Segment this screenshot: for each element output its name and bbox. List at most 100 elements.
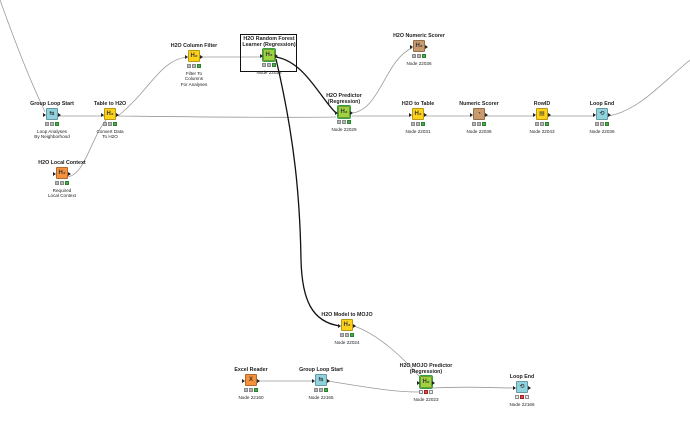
node-icon[interactable]: ⟲ xyxy=(593,108,611,121)
node-icon[interactable]: H₂ xyxy=(410,40,428,53)
input-port-icon[interactable] xyxy=(260,53,263,58)
output-port-icon[interactable] xyxy=(432,380,435,385)
output-port-icon[interactable] xyxy=(485,112,488,117)
input-port-icon[interactable] xyxy=(409,112,412,117)
output-port-icon[interactable] xyxy=(608,112,611,117)
input-port-icon[interactable] xyxy=(101,112,104,117)
node-icon[interactable]: ▤ xyxy=(533,108,551,121)
status-light xyxy=(540,122,544,126)
output-port-icon[interactable] xyxy=(68,171,71,176)
output-port-icon[interactable] xyxy=(353,323,356,328)
output-port-icon[interactable] xyxy=(275,53,278,58)
node-icon[interactable]: H₂ xyxy=(185,50,203,63)
output-port-icon[interactable] xyxy=(116,112,119,117)
node-icon[interactable]: ⇆ xyxy=(43,108,61,121)
status-light xyxy=(422,54,426,58)
status-light xyxy=(482,122,486,126)
input-port-icon[interactable] xyxy=(470,112,473,117)
status-light xyxy=(595,122,599,126)
status-light xyxy=(421,122,425,126)
workflow-node[interactable]: RowID▤Node 22043 xyxy=(497,101,587,134)
input-port-icon[interactable] xyxy=(338,323,341,328)
output-port-icon[interactable] xyxy=(200,54,203,59)
input-port-icon[interactable] xyxy=(312,378,315,383)
node-annotation: Node 22029 xyxy=(299,127,389,133)
annotation-line: Node 22023 xyxy=(413,397,439,402)
status-light xyxy=(319,388,323,392)
node-icon[interactable]: H₂ xyxy=(335,105,353,120)
connection xyxy=(117,115,337,118)
input-port-icon[interactable] xyxy=(513,385,516,390)
connection xyxy=(275,56,337,114)
node-annotation: Node 22036 xyxy=(374,61,464,67)
node-icon[interactable]: ◔ xyxy=(470,108,488,121)
status-light xyxy=(347,120,351,124)
node-status-indicator xyxy=(7,122,97,126)
node-icon[interactable]: H₂ xyxy=(338,319,356,332)
status-light xyxy=(350,333,354,337)
input-port-icon[interactable] xyxy=(533,112,536,117)
node-icon[interactable]: H₂ xyxy=(101,108,119,121)
workflow-node[interactable]: Numeric Scorer◔Node 22036 xyxy=(434,101,524,134)
input-port-icon[interactable] xyxy=(43,112,46,117)
output-port-icon[interactable] xyxy=(528,385,531,390)
workflow-node[interactable]: Loop End⟲Node 22036 xyxy=(557,101,647,134)
annotation-line: Node 22036 xyxy=(406,60,432,66)
node-icon[interactable]: H₂ xyxy=(260,48,278,63)
annotation-line: Node 22028 xyxy=(256,70,282,75)
node-icon[interactable]: H₂ xyxy=(53,167,71,180)
node-title: Loop End xyxy=(589,101,615,107)
input-port-icon[interactable] xyxy=(593,112,596,117)
node-status-indicator xyxy=(149,64,239,68)
output-port-icon[interactable] xyxy=(424,112,427,117)
annotation-line: For Analyses xyxy=(180,81,208,87)
node-icon[interactable]: H₂ xyxy=(417,375,435,390)
connection xyxy=(608,59,690,117)
node-status-indicator xyxy=(373,122,463,126)
output-port-icon[interactable] xyxy=(548,112,551,117)
status-light xyxy=(545,122,549,126)
status-light xyxy=(108,122,112,126)
output-port-icon[interactable] xyxy=(350,110,353,115)
input-port-icon[interactable] xyxy=(335,110,338,115)
workflow-node[interactable]: Loop End⟲Node 22166 xyxy=(477,374,567,407)
workflow-node[interactable]: Group Loop Start⇆Node 22165 xyxy=(276,367,366,400)
node-icon[interactable]: X xyxy=(242,374,260,387)
node-glyph-icon: H₂ xyxy=(343,322,351,329)
status-light xyxy=(249,388,253,392)
output-port-icon[interactable] xyxy=(58,112,61,117)
output-port-icon[interactable] xyxy=(327,378,330,383)
input-port-icon[interactable] xyxy=(417,380,420,385)
node-status-indicator xyxy=(299,120,389,124)
status-light xyxy=(55,181,59,185)
status-light xyxy=(45,122,49,126)
input-port-icon[interactable] xyxy=(242,378,245,383)
node-title: Learner (Regression) xyxy=(242,42,296,49)
input-port-icon[interactable] xyxy=(410,44,413,49)
input-port-icon[interactable] xyxy=(185,54,188,59)
node-icon[interactable]: H₂ xyxy=(409,108,427,121)
node-icon[interactable]: ⇆ xyxy=(312,374,330,387)
input-port-icon[interactable] xyxy=(53,171,56,176)
node-title: H2O Random Forest xyxy=(243,36,295,42)
output-port-icon[interactable] xyxy=(425,44,428,49)
node-glyph-icon: H₂ xyxy=(106,111,114,118)
node-icon[interactable]: ⟲ xyxy=(513,381,531,394)
output-port-icon[interactable] xyxy=(257,378,260,383)
node-status-indicator xyxy=(381,390,471,394)
node-status-indicator xyxy=(302,333,392,337)
